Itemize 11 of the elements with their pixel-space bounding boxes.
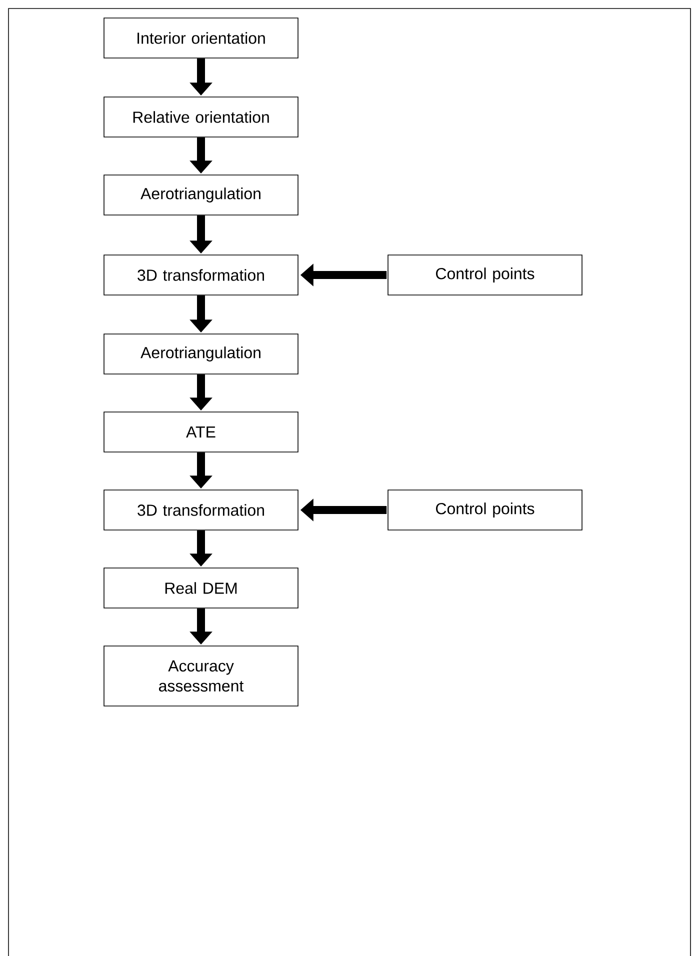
process-box: Interior orientation [104,18,298,58]
process-box: Relative orientation [104,96,298,138]
process-box: Aerotriangulation [104,334,298,374]
process-box: Real DEM [104,568,298,608]
process-box: ATE [104,412,298,452]
process-box: Aerotriangulation [104,174,298,216]
process-box: 3D transformation [104,254,298,296]
process-box: Accuracy assessment [104,646,298,706]
process-box: Control points [388,254,582,296]
process-box: 3D transformation [104,490,298,530]
process-box: Control points [388,490,582,530]
